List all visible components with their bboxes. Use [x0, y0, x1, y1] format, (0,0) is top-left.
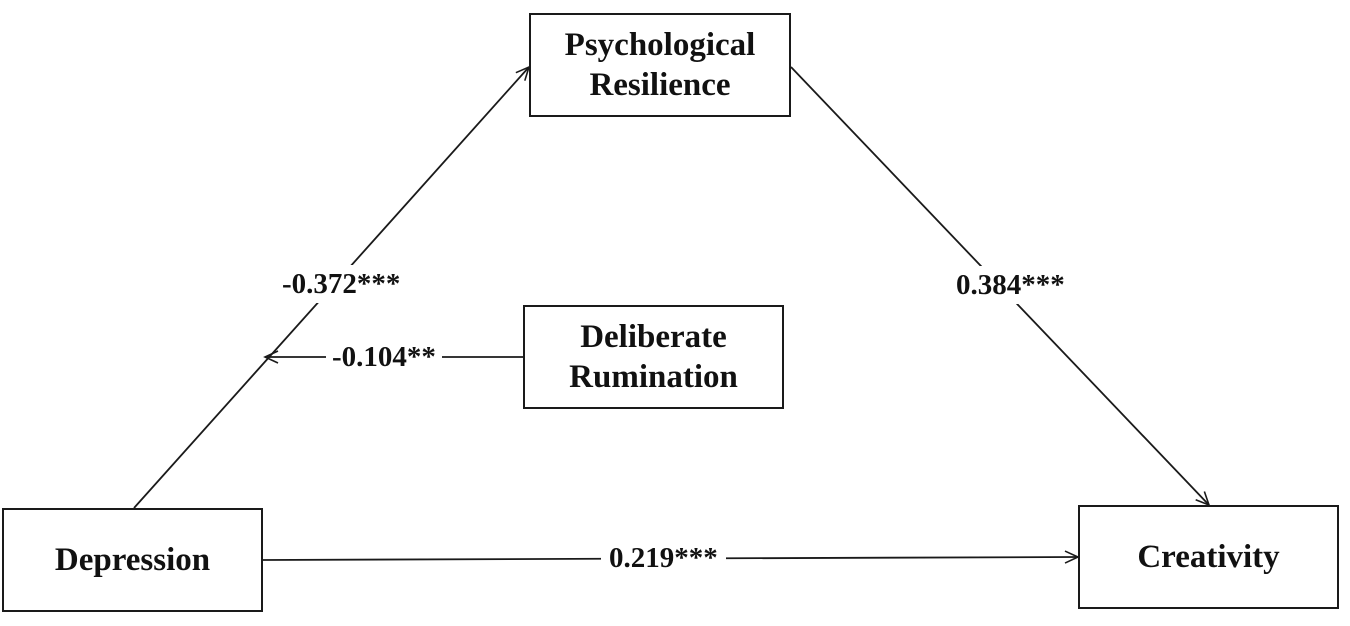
- coef-depression-to-resilience: -0.372***: [278, 265, 405, 303]
- node-creativity-label: Creativity: [1137, 539, 1280, 575]
- node-psychological-resilience: Psychological Resilience: [529, 13, 791, 117]
- node-deliberate-rumination-line1: Deliberate: [580, 319, 727, 355]
- node-psychological-resilience-line2: Resilience: [589, 67, 731, 103]
- node-psychological-resilience-line1: Psychological: [564, 27, 756, 63]
- coef-resilience-to-creativity: 0.384***: [952, 266, 1069, 304]
- node-depression-label: Depression: [54, 542, 211, 578]
- coef-rumination-moderation: -0.104**: [326, 340, 442, 374]
- node-creativity: Creativity: [1078, 505, 1339, 609]
- node-depression: Depression: [2, 508, 263, 612]
- coef-depression-to-creativity: 0.219***: [601, 541, 726, 575]
- node-deliberate-rumination: Deliberate Rumination: [523, 305, 784, 409]
- node-deliberate-rumination-line2: Rumination: [569, 359, 738, 395]
